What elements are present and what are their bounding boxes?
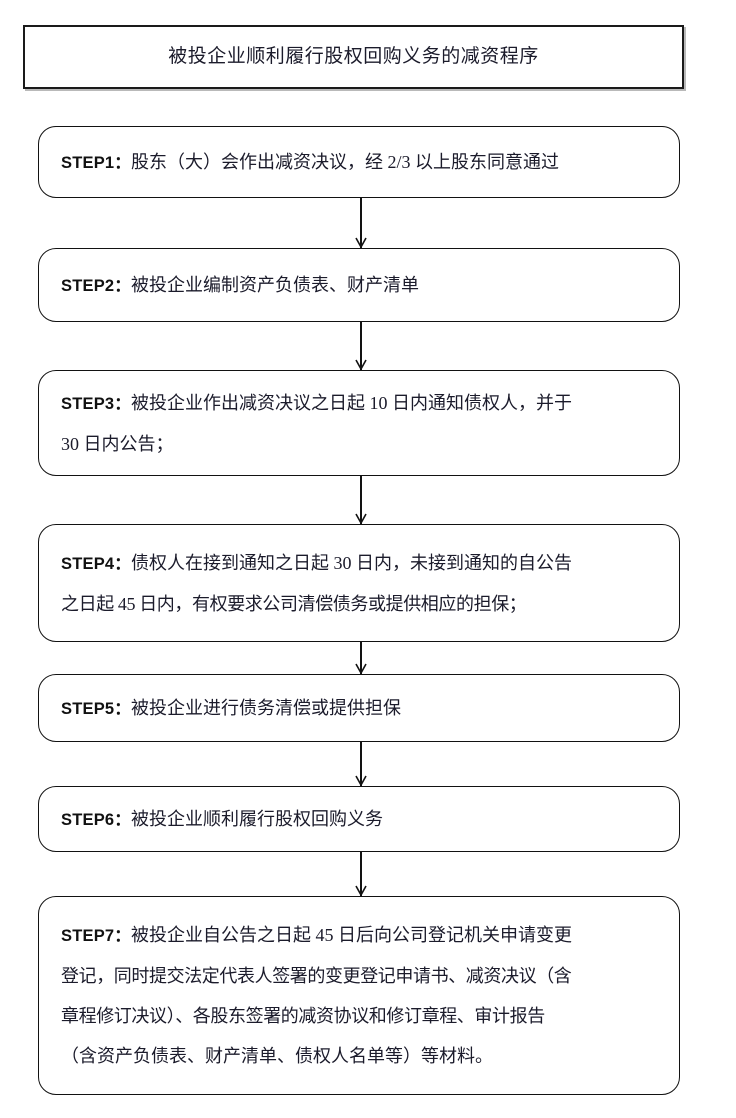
step-box-1: STEP1：股东（大）会作出减资决议，经 2/3 以上股东同意通过	[38, 126, 680, 198]
connector-line	[360, 852, 362, 896]
step-6-content: STEP6：被投企业顺利履行股权回购义务	[39, 799, 679, 840]
step-5-text-1: 被投企业进行债务清偿或提供担保	[130, 697, 401, 718]
step-7-line-3: 章程修订决议）、各股东签署的减资协议和修订章程、审计报告	[61, 1006, 545, 1026]
step-box-4: STEP4：债权人在接到通知之日起 30 日内，未接到通知的自公告 之日起 45…	[38, 524, 680, 642]
step-4-content: STEP4：债权人在接到通知之日起 30 日内，未接到通知的自公告 之日起 45…	[39, 543, 679, 624]
step-box-7: STEP7：被投企业自公告之日起 45 日后向公司登记机关申请变更 登记，同时提…	[38, 896, 680, 1095]
step-5-tag: STEP5：	[61, 699, 131, 718]
step-6-text-1: 被投企业顺利履行股权回购义务	[130, 808, 383, 829]
step-4-line-2: 之日起 45 日内，有权要求公司清偿债务或提供相应的担保；	[61, 593, 527, 614]
connector-line	[360, 198, 362, 248]
step-7-content: STEP7：被投企业自公告之日起 45 日后向公司登记机关申请变更 登记，同时提…	[39, 915, 679, 1076]
connector-6-7	[352, 852, 370, 897]
step-7-text-1: 被投企业自公告之日起 45 日后向公司登记机关申请变更	[130, 925, 572, 945]
step-2-tag: STEP2：	[61, 276, 131, 295]
step-1-line-1: STEP1：股东（大）会作出减资决议，经 2/3 以上股东同意通过	[61, 142, 659, 183]
step-1-text-1: 股东（大）会作出减资决议，经 2/3 以上股东同意通过	[130, 151, 559, 172]
step-4-tag: STEP4：	[61, 554, 131, 573]
step-7-line-1: STEP7：被投企业自公告之日起 45 日后向公司登记机关申请变更	[61, 915, 659, 956]
step-1-content: STEP1：股东（大）会作出减资决议，经 2/3 以上股东同意通过	[39, 142, 679, 183]
connector-1-2	[352, 198, 370, 249]
flowchart-title-text: 被投企业顺利履行股权回购义务的减资程序	[168, 45, 539, 67]
down-arrow-icon	[354, 237, 367, 249]
step-2-text-1: 被投企业编制资产负债表、财产清单	[130, 274, 419, 295]
step-7-tag: STEP7：	[61, 927, 131, 945]
connector-line	[360, 742, 362, 786]
connector-line	[360, 642, 362, 674]
step-3-content: STEP3：被投企业作出减资决议之日起 10 日内通知债权人，并于 30 日内公…	[39, 383, 679, 464]
step-box-5: STEP5：被投企业进行债务清偿或提供担保	[38, 674, 680, 742]
step-6-tag: STEP6：	[61, 810, 131, 829]
step-3-tag: STEP3：	[61, 394, 131, 413]
step-box-3: STEP3：被投企业作出减资决议之日起 10 日内通知债权人，并于 30 日内公…	[38, 370, 680, 476]
connector-4-5	[352, 642, 370, 675]
flowchart-title-box: 被投企业顺利履行股权回购义务的减资程序	[23, 25, 684, 89]
step-2-content: STEP2：被投企业编制资产负债表、财产清单	[39, 265, 679, 306]
down-arrow-icon	[354, 775, 367, 787]
step-1-tag: STEP1：	[61, 153, 131, 172]
step-2-line-1: STEP2：被投企业编制资产负债表、财产清单	[61, 265, 659, 306]
connector-2-3	[352, 322, 370, 371]
connector-5-6	[352, 742, 370, 787]
down-arrow-icon	[354, 663, 367, 675]
step-4-line-1: STEP4：债权人在接到通知之日起 30 日内，未接到通知的自公告	[61, 543, 659, 584]
step-4-text-1: 债权人在接到通知之日起 30 日内，未接到通知的自公告	[130, 552, 572, 573]
step-3-line-1: STEP3：被投企业作出减资决议之日起 10 日内通知债权人，并于	[61, 383, 659, 424]
step-5-content: STEP5：被投企业进行债务清偿或提供担保	[39, 688, 679, 729]
connector-3-4	[352, 476, 370, 525]
connector-line	[360, 476, 362, 524]
connector-line	[360, 322, 362, 370]
down-arrow-icon	[354, 513, 367, 525]
step-5-line-1: STEP5：被投企业进行债务清偿或提供担保	[61, 688, 659, 729]
step-box-6: STEP6：被投企业顺利履行股权回购义务	[38, 786, 680, 852]
step-7-line-4: （含资产负债表、财产清单、债权人名单等）等材料。	[61, 1046, 493, 1066]
step-box-2: STEP2：被投企业编制资产负债表、财产清单	[38, 248, 680, 322]
down-arrow-icon	[354, 359, 367, 371]
step-7-line-2: 登记，同时提交法定代表人签署的变更登记申请书、减资决议（含	[61, 966, 572, 986]
step-3-text-1: 被投企业作出减资决议之日起 10 日内通知债权人，并于	[130, 392, 572, 413]
step-6-line-1: STEP6：被投企业顺利履行股权回购义务	[61, 799, 659, 840]
down-arrow-icon	[354, 885, 367, 897]
step-3-line-2: 30 日内公告；	[61, 433, 174, 454]
